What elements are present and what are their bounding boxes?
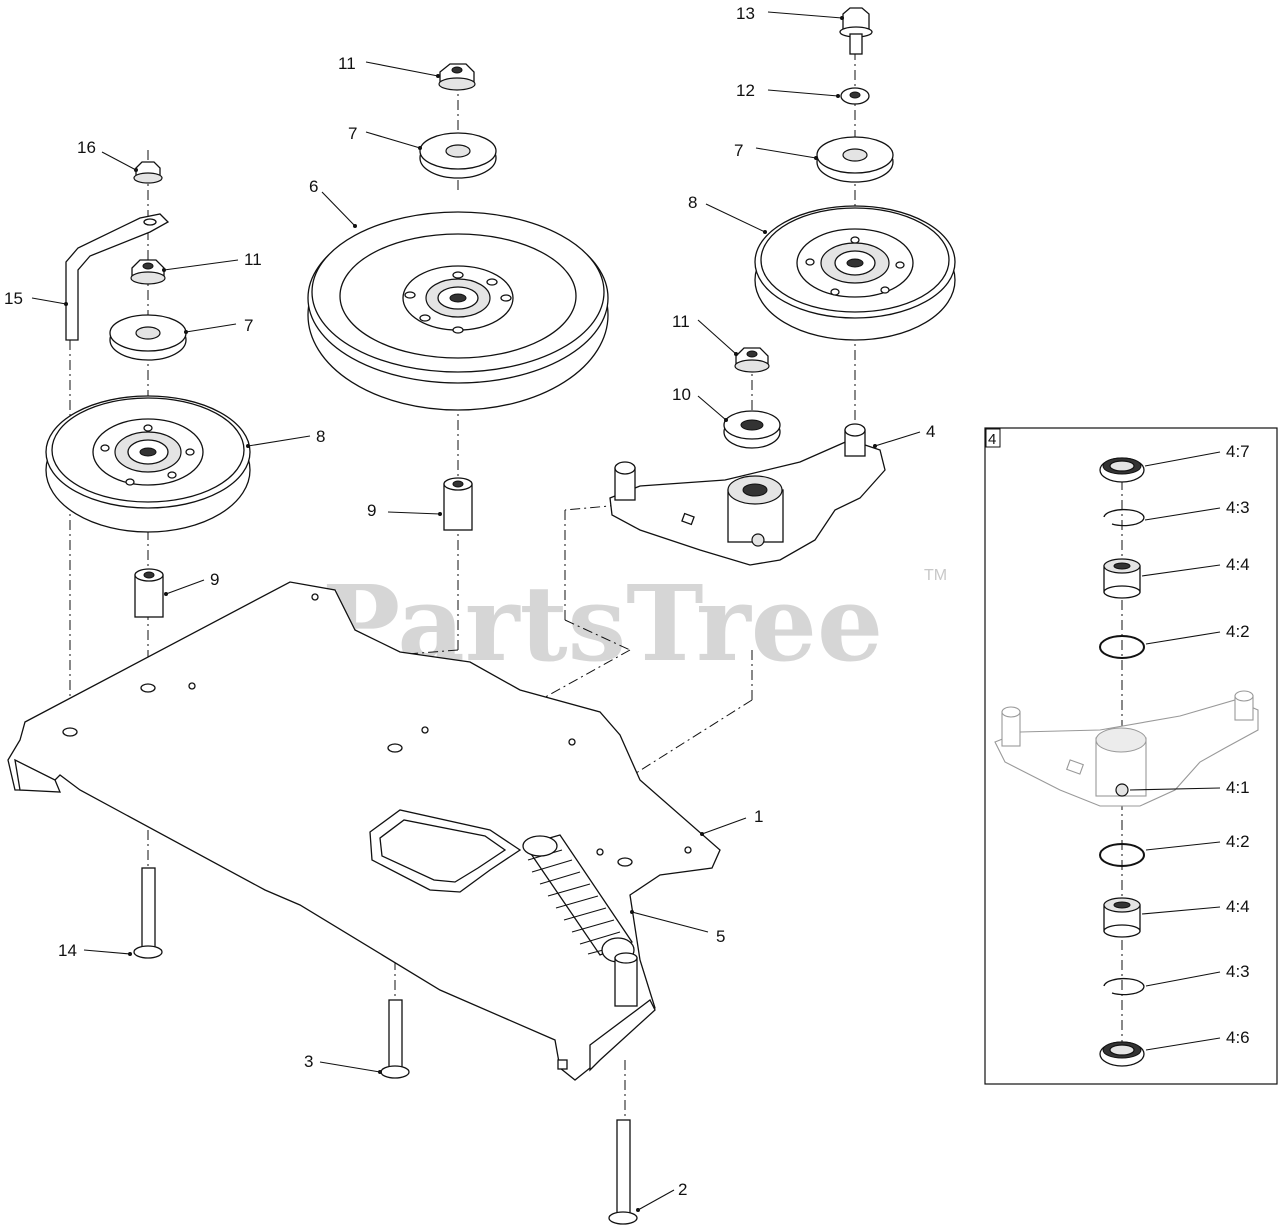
nut-11-mid xyxy=(734,347,770,373)
inset-callout-4-4-bottom: 4:4 xyxy=(1226,897,1250,916)
callout-13: 13 xyxy=(736,4,755,23)
nut-11-left xyxy=(130,259,166,285)
spring-5 xyxy=(522,834,635,963)
nut-11-top xyxy=(438,63,476,91)
o-ring-4-2-bottom xyxy=(1099,843,1145,867)
spacer-9-mid xyxy=(443,477,473,531)
bolt-3 xyxy=(380,999,410,1079)
bearing-4-4-top xyxy=(1103,558,1141,599)
inset-callout-4-3-bottom: 4:3 xyxy=(1226,962,1250,981)
seal-4-6 xyxy=(1099,1041,1145,1067)
callout-7-left: 7 xyxy=(244,316,253,335)
watermark-trademark: TM xyxy=(924,567,947,584)
left-pulley xyxy=(45,395,251,533)
callout-15: 15 xyxy=(4,289,23,308)
callout-3: 3 xyxy=(304,1052,313,1071)
retaining-ring-4-3-bottom xyxy=(1103,977,1145,996)
callout-16: 16 xyxy=(77,138,96,157)
idler-arm xyxy=(609,423,886,566)
spacer-9-left xyxy=(134,568,164,618)
callout-6: 6 xyxy=(309,177,318,196)
callout-labels: 13 12 7 8 11 7 6 16 11 15 7 8 11 10 4 9 … xyxy=(4,4,935,1199)
callout-5: 5 xyxy=(716,927,725,946)
inset-callout-4-6: 4:6 xyxy=(1226,1028,1250,1047)
o-ring-4-2-top xyxy=(1099,635,1145,659)
bracket-15 xyxy=(65,213,170,341)
callout-10: 10 xyxy=(672,385,691,404)
inset-callout-4-4-top: 4:4 xyxy=(1226,555,1250,574)
bearing-10 xyxy=(723,410,781,449)
inset-callout-4-2-bottom: 4:2 xyxy=(1226,832,1250,851)
callout-2: 2 xyxy=(678,1180,687,1199)
callout-11-left: 11 xyxy=(244,250,262,269)
washer-7-right xyxy=(816,136,894,183)
inset-callout-4-1: 4:1 xyxy=(1226,778,1250,797)
large-pulley xyxy=(307,211,609,411)
callout-7-right: 7 xyxy=(734,141,743,160)
callout-1: 1 xyxy=(754,807,763,826)
inset-box: 4 xyxy=(984,427,1278,1085)
inset-callout-4-3-top: 4:3 xyxy=(1226,498,1250,517)
spring-pin xyxy=(614,952,638,1007)
callout-11-mid: 11 xyxy=(672,312,690,331)
inset-callout-4-2-top: 4:2 xyxy=(1226,622,1250,641)
base-plate xyxy=(7,581,721,1081)
callout-14: 14 xyxy=(58,941,77,960)
bolt-13 xyxy=(839,7,873,55)
callout-8-right: 8 xyxy=(688,193,697,212)
callout-8-left: 8 xyxy=(316,427,325,446)
washer-7-mid xyxy=(419,132,497,179)
nut-16 xyxy=(133,161,163,184)
washer-12 xyxy=(840,87,870,105)
right-pulley xyxy=(754,205,956,341)
callout-11-top: 11 xyxy=(338,54,356,73)
callout-4: 4 xyxy=(926,422,935,441)
seal-4-7 xyxy=(1099,457,1145,483)
leader-lines xyxy=(31,11,921,1212)
callout-9-mid: 9 xyxy=(367,501,376,520)
inset-callout-4-7: 4:7 xyxy=(1226,442,1250,461)
bolt-14 xyxy=(133,867,163,959)
callout-9-left: 9 xyxy=(210,570,219,589)
callout-7-mid: 7 xyxy=(348,124,357,143)
washer-7-left xyxy=(109,314,187,361)
retaining-ring-4-3-top xyxy=(1103,508,1145,527)
idler-arm-ghost xyxy=(994,690,1259,807)
inset-label: 4 xyxy=(988,431,996,448)
bearing-4-4-bottom xyxy=(1103,897,1141,938)
callout-12: 12 xyxy=(736,81,755,100)
bolt-2 xyxy=(608,1119,638,1225)
